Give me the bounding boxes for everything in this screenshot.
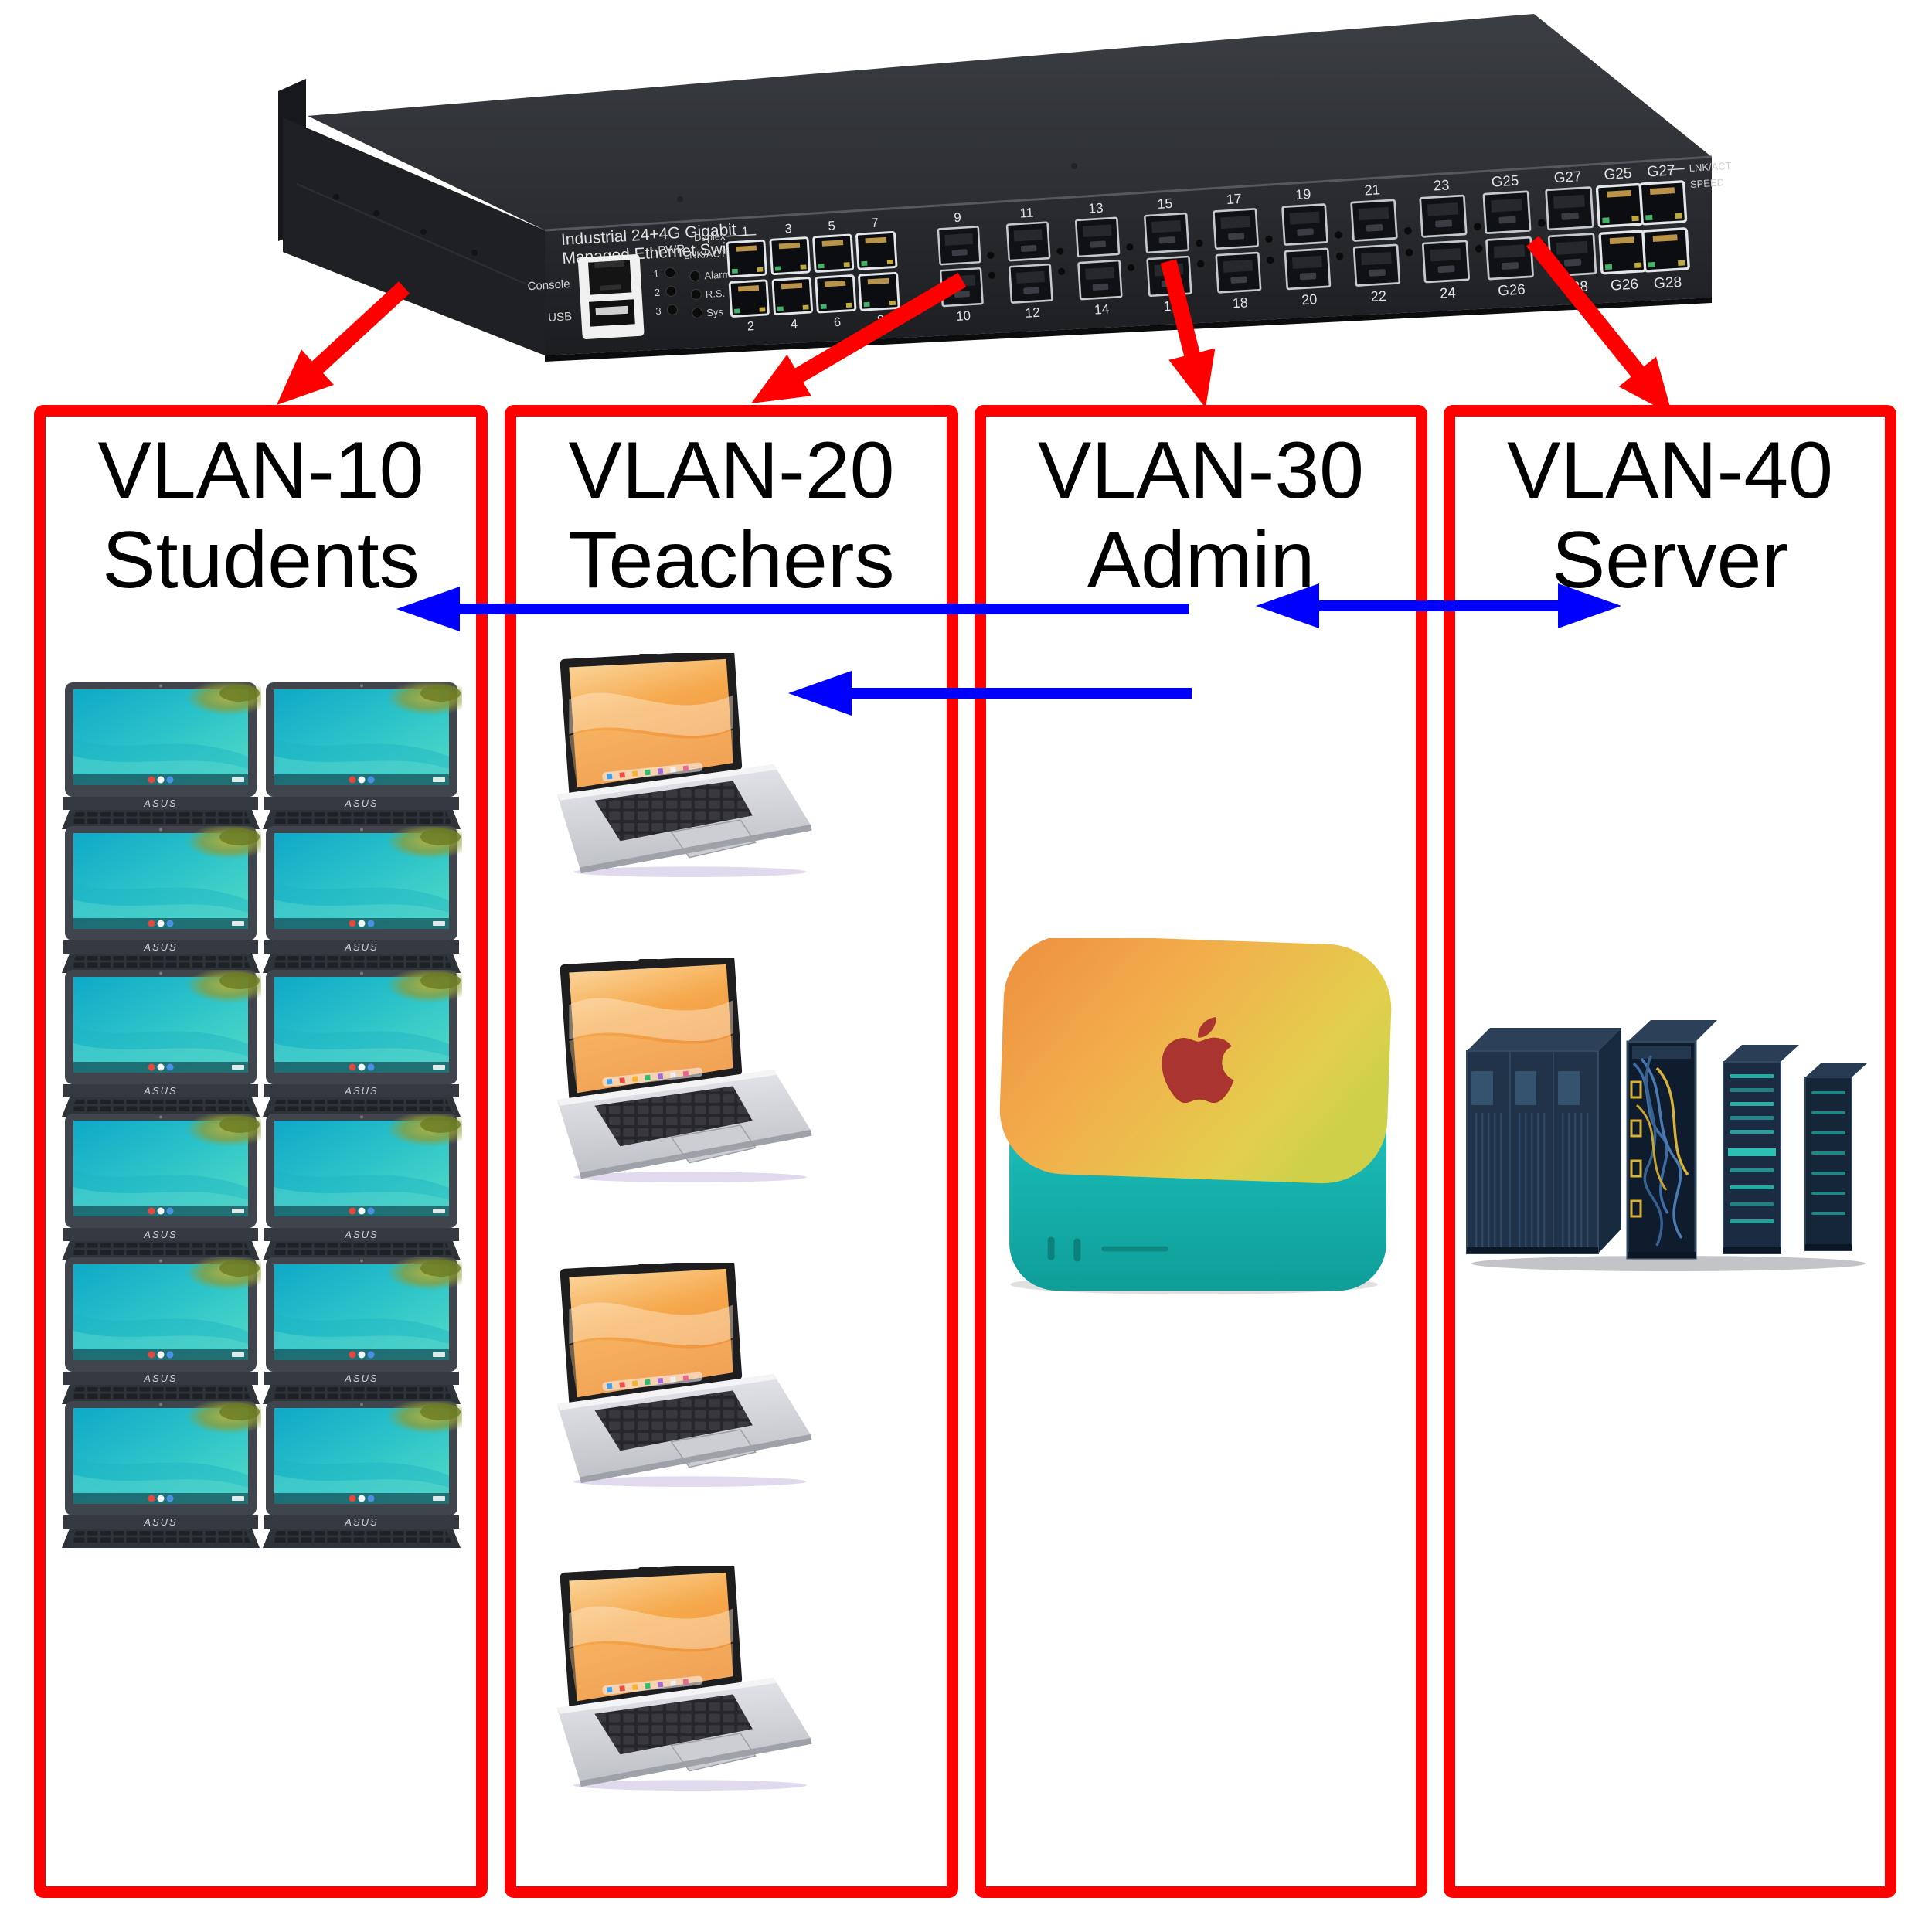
pwr-led-3 [666, 304, 678, 315]
port-number: G28 [1560, 278, 1589, 296]
port-number: 19 [1295, 186, 1311, 202]
port-number: 7 [871, 216, 879, 231]
port-number: 21 [1364, 181, 1381, 198]
port-number: G26 [1498, 281, 1526, 298]
sfp-port-pair: 13 14 [1074, 200, 1135, 318]
console-usb-module: Console USB [527, 253, 645, 339]
led-block: PWR 1 2 3 Alarm R.S. Sys [653, 243, 731, 318]
port-number: 8 [876, 312, 884, 328]
alarm-led [689, 270, 701, 281]
port-number: 23 [1433, 176, 1450, 193]
vlan-id-label: VLAN-10 [97, 426, 424, 515]
svg-text:USB: USB [548, 310, 573, 325]
port-number: 18 [1232, 294, 1248, 311]
vlan-id-label: VLAN-40 [1507, 426, 1833, 515]
svg-text:Duplex: Duplex [694, 230, 726, 243]
rj45-port-pair: 78 [855, 216, 900, 328]
sfp-port-pair: 11 12 [1005, 205, 1066, 321]
pwr-led-1 [665, 267, 676, 278]
port-number: 16 [1163, 298, 1179, 314]
vlan-title: VLAN-10 Students [46, 426, 476, 606]
vlan-box-vlan-10: VLAN-10 Students [34, 405, 488, 1898]
port-number: 15 [1157, 196, 1173, 212]
vlan-box-vlan-40: VLAN-40 Server [1444, 405, 1896, 1898]
port-number: G25 [1604, 165, 1632, 183]
svg-text:2: 2 [655, 287, 661, 298]
rj45-port-pair: 12 [726, 225, 770, 334]
port-number: 14 [1094, 301, 1110, 318]
console-port [587, 260, 632, 295]
port-number: 13 [1088, 200, 1104, 216]
sys-led [692, 307, 703, 318]
port-number: 22 [1370, 287, 1387, 304]
arrow-switch-to-vlan-20 [751, 272, 967, 403]
svg-text:PWR: PWR [658, 243, 685, 257]
port-number: 10 [956, 308, 971, 324]
port-number: 17 [1226, 191, 1242, 207]
svg-text:R.S.: R.S. [705, 287, 725, 300]
svg-text:3: 3 [655, 305, 662, 317]
vlan-group-label: Students [102, 515, 420, 606]
port-number: G25 [1491, 172, 1519, 190]
switch-chassis [278, 14, 1713, 362]
pwr-led-2 [665, 285, 677, 297]
rs-led [690, 288, 702, 300]
svg-text:LNK/ACT: LNK/ACT [683, 247, 726, 261]
arrow-switch-to-vlan-10 [277, 281, 410, 405]
svg-text:LNK/ACT: LNK/ACT [1689, 160, 1732, 174]
port-number: 11 [1019, 205, 1034, 221]
port-number: G26 [1610, 277, 1638, 294]
sfp-port-pair: 9 10 [937, 210, 995, 324]
switch-front-panel: 123456789101112131415161718192021222324G… [726, 162, 1690, 334]
port-number: 1 [741, 225, 749, 240]
port-number: 3 [784, 222, 792, 236]
svg-text:Console: Console [527, 277, 570, 293]
vlan-group-label: Teachers [568, 515, 895, 606]
port-number: G27 [1647, 162, 1676, 180]
port-number: 4 [790, 317, 798, 332]
vlan-title: VLAN-20 Teachers [516, 426, 947, 606]
port-number: 6 [833, 315, 841, 330]
rj45-port-pair: 34 [769, 222, 814, 332]
duplex-lnkact-labels: Duplex LNK/ACT [683, 230, 757, 261]
rj45-port-pair: 56 [812, 218, 857, 330]
vlan-id-label: VLAN-30 [1038, 426, 1364, 515]
uplink-lnkact-speed-labels: LNK/ACT SPEED [1667, 160, 1732, 190]
port-number: 24 [1439, 284, 1456, 301]
svg-text:Industrial 24+4G Gigabit: Industrial 24+4G Gigabit [560, 221, 736, 249]
sfp-port-pair: 21 22 [1350, 181, 1413, 304]
svg-text:SPEED: SPEED [1690, 176, 1725, 190]
port-number: G27 [1553, 168, 1582, 186]
arrow-switch-to-vlan-30 [1160, 259, 1216, 408]
usb-port [588, 299, 635, 327]
vlan-title: VLAN-30 Admin [986, 426, 1416, 606]
vlan-group-label: Admin [1087, 515, 1315, 606]
svg-text:Alarm: Alarm [704, 268, 731, 281]
port-number: 5 [828, 218, 835, 233]
port-number: 9 [954, 210, 962, 226]
port-number: 2 [747, 319, 754, 334]
svg-text:1: 1 [653, 268, 659, 280]
vlan-group-label: Server [1551, 515, 1789, 606]
port-number: G28 [1653, 274, 1682, 292]
vlan-box-vlan-30: VLAN-30 Admin [975, 405, 1427, 1898]
vlan-box-vlan-20: VLAN-20 Teachers [505, 405, 958, 1898]
arrow-switch-to-vlan-40 [1526, 236, 1672, 415]
port-number: 20 [1301, 291, 1318, 308]
sfp-port-pair: 23 24 [1419, 176, 1483, 301]
svg-text:Sys: Sys [706, 306, 724, 318]
switch-model-label: Industrial 24+4G Gigabit Managed Etherne… [560, 221, 748, 267]
vlan-id-label: VLAN-20 [568, 426, 895, 515]
svg-text:Managed Ethernet Switch: Managed Ethernet Switch [562, 239, 748, 267]
ethernet-switch: Industrial 24+4G Gigabit Managed Etherne… [278, 14, 1732, 362]
port-number: 12 [1025, 304, 1040, 321]
vlan-title: VLAN-40 Server [1455, 426, 1885, 606]
